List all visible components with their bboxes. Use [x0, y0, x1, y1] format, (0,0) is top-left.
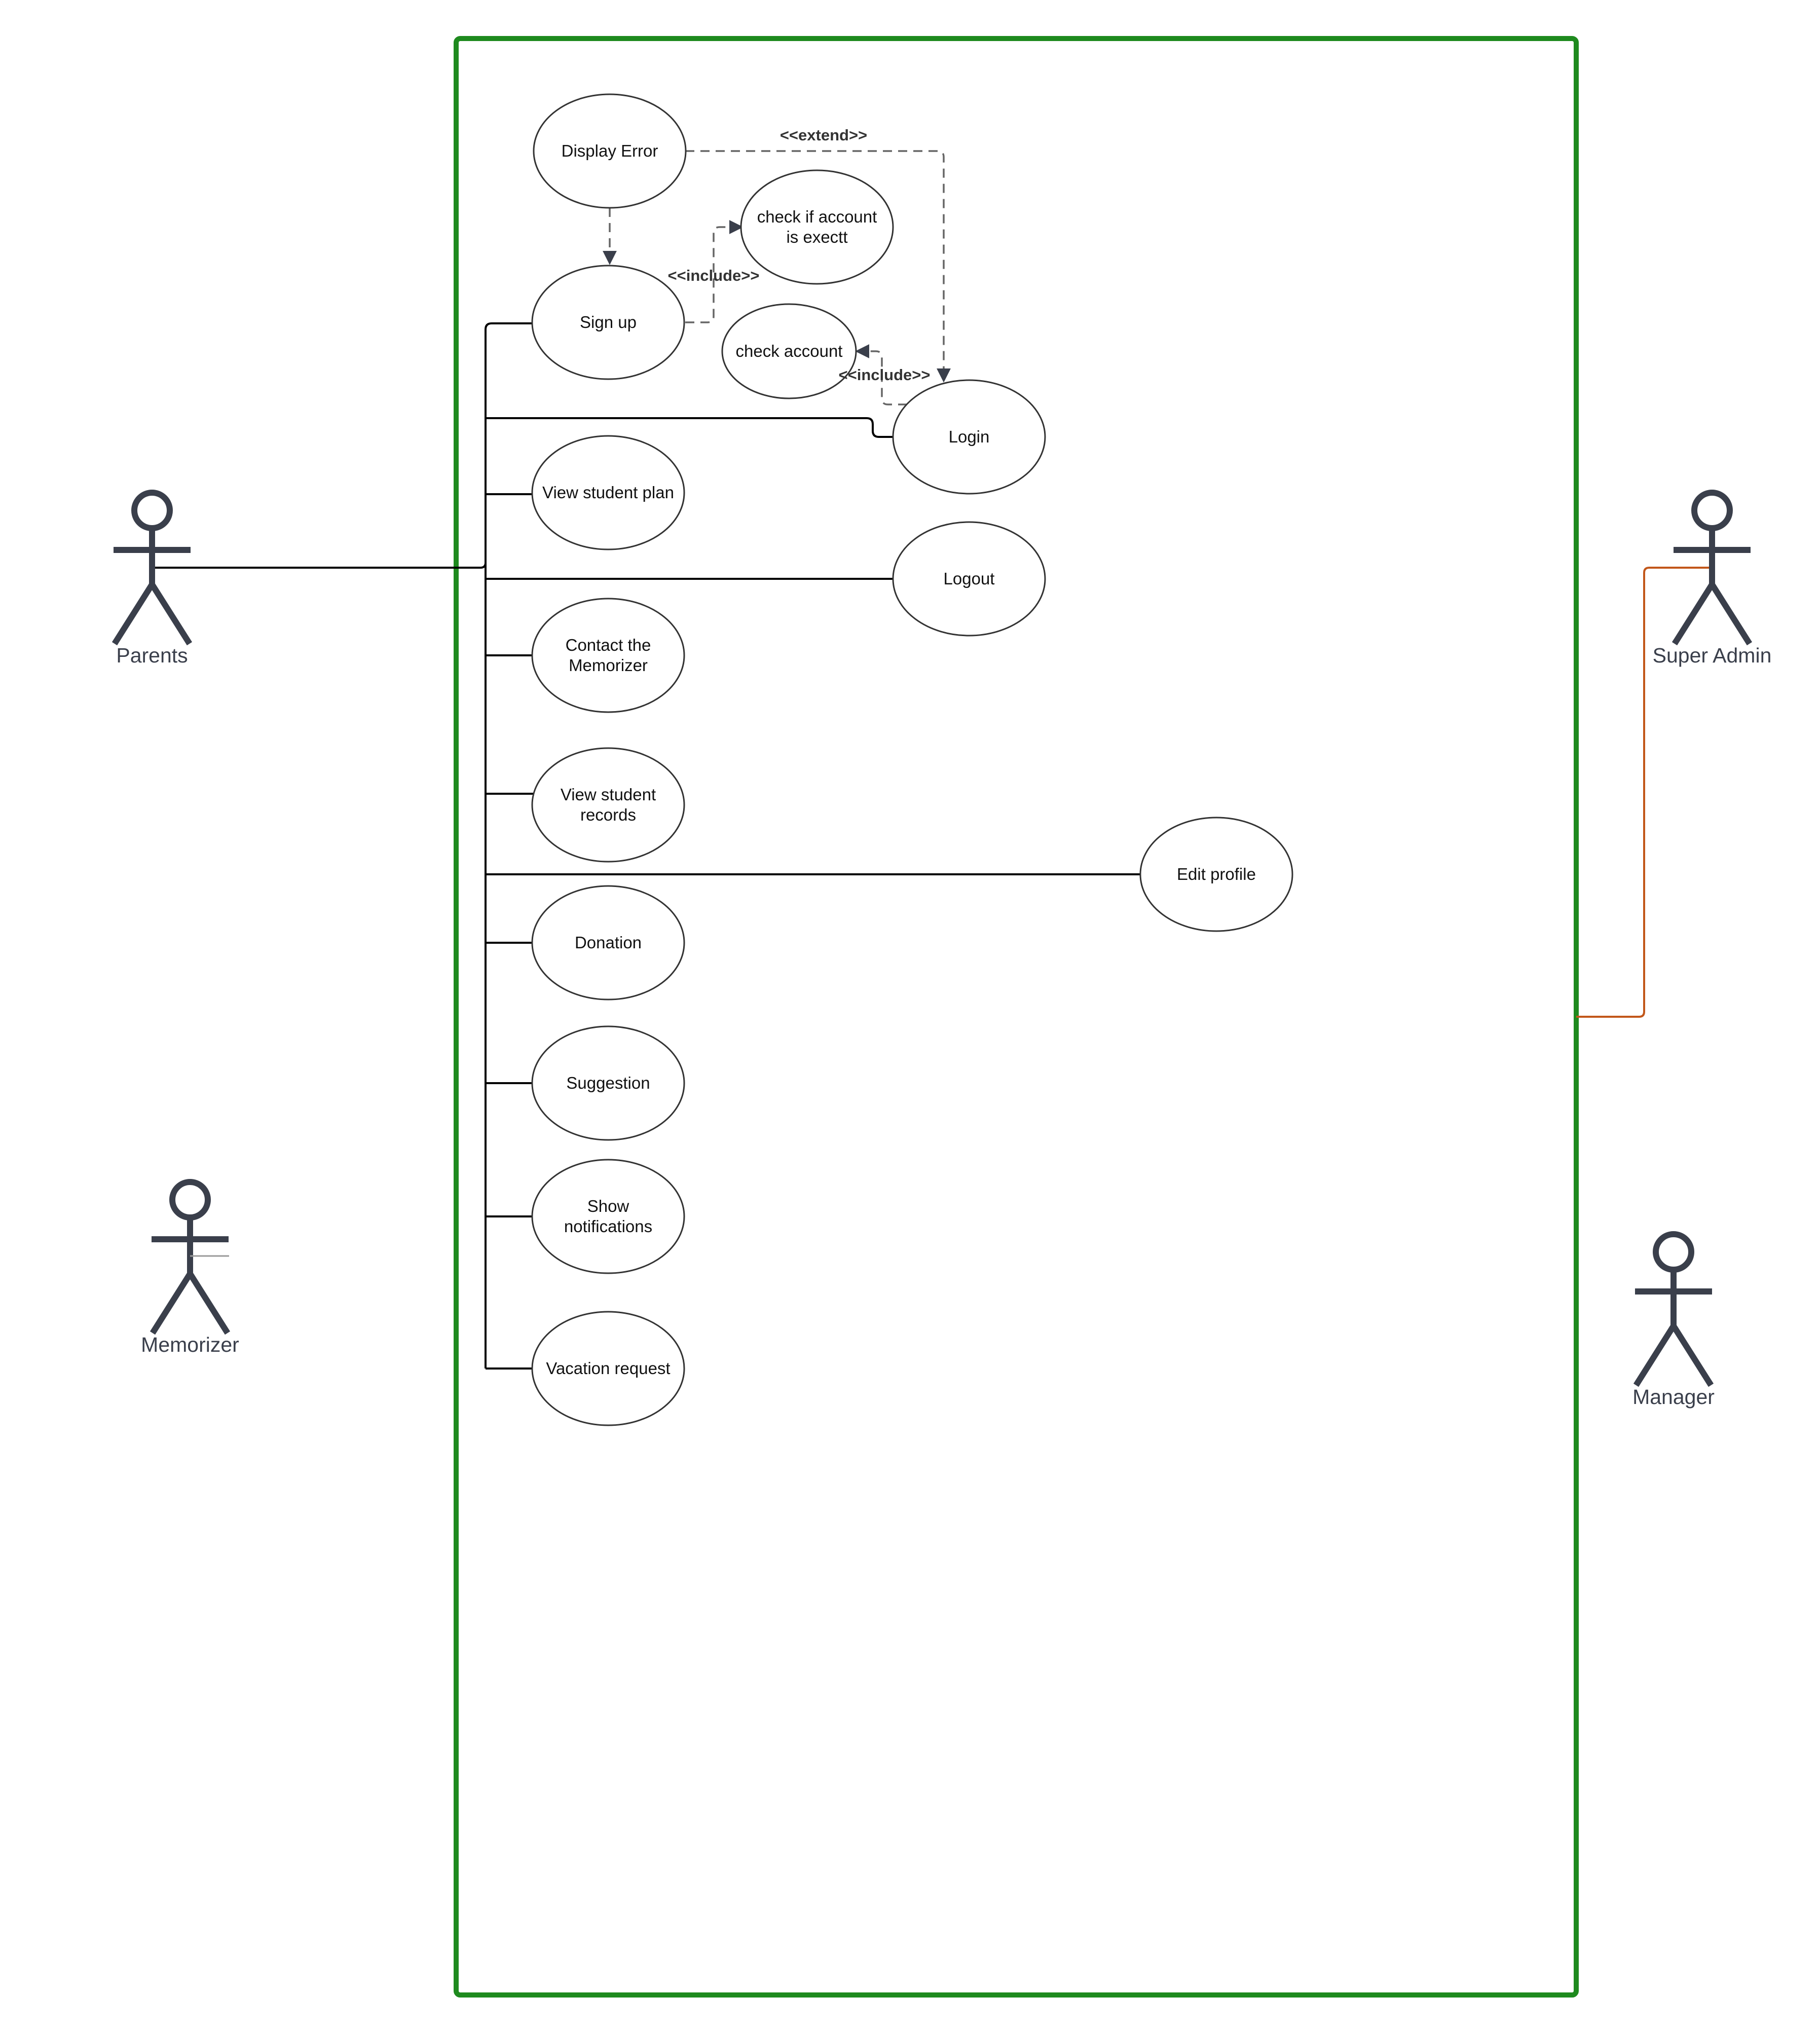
use-case-donation: Donation	[531, 885, 685, 1001]
actor-label: Super Admin	[1653, 644, 1772, 667]
use-case-label: Vacation request	[546, 1359, 670, 1378]
use-case-label: Login	[949, 427, 990, 446]
dependencies	[603, 150, 951, 405]
use-case-view-student-plan: View student plan	[531, 435, 685, 550]
use-case-label: notifications	[564, 1217, 652, 1236]
use-case-ellipse	[531, 1159, 685, 1274]
use-case-label: Donation	[575, 933, 642, 952]
use-case-ellipse	[531, 1025, 685, 1141]
use-case-label: is exectt	[786, 228, 847, 246]
extend-label: <<extend>>	[780, 126, 867, 144]
assoc-login	[486, 417, 893, 438]
use-case-label: Logout	[944, 569, 995, 588]
actor-icon	[112, 490, 193, 646]
super-admin-association	[1576, 567, 1712, 1018]
use-case-vacation-request: Vacation request	[531, 1311, 685, 1426]
parents-associations	[152, 322, 1140, 1370]
actor-label: Memorizer	[141, 1333, 239, 1356]
use-case-label: View student	[561, 785, 656, 804]
actor-memorizer: Memorizer	[141, 1179, 239, 1356]
use-case-ellipse	[531, 1311, 685, 1426]
use-case-label: Edit profile	[1177, 865, 1256, 883]
include-label-sign-up: <<include>>	[668, 267, 760, 284]
use-case-sign-up: Sign up	[531, 265, 685, 380]
use-case-ellipse	[531, 747, 685, 863]
include-label-login: <<include>>	[839, 366, 931, 384]
use-case-show-notifications: Show notifications	[531, 1159, 685, 1274]
use-case-label: check account	[736, 342, 843, 360]
stereotype-labels: <<extend>> <<include>> <<include>>	[668, 126, 931, 384]
actor-label: Manager	[1632, 1385, 1715, 1409]
use-case-ellipse	[531, 435, 685, 550]
use-case-label: check if account	[757, 207, 877, 226]
use-case-ellipse	[892, 521, 1046, 637]
use-case-check-if-account: check if account is exectt	[740, 169, 894, 285]
use-case-ellipse	[531, 885, 685, 1001]
use-case-ellipse	[892, 379, 1046, 495]
use-case-ellipse	[531, 265, 685, 380]
actor-super-admin: Super Admin	[1653, 490, 1772, 667]
use-case-label: Display Error	[562, 141, 658, 160]
use-case-display-error: Display Error	[533, 93, 687, 209]
use-case-label: Show	[587, 1197, 629, 1215]
include-sign-up-check-if-account	[685, 220, 744, 323]
use-case-ellipse	[740, 169, 894, 285]
actor-label: Parents	[116, 644, 188, 667]
use-case-edit-profile: Edit profile	[1139, 817, 1293, 932]
use-case-ellipse	[1139, 817, 1293, 932]
use-case-label: Suggestion	[566, 1074, 650, 1092]
actor-icon	[1633, 1231, 1714, 1387]
use-case-label: records	[580, 805, 636, 824]
use-case-label: Sign up	[580, 313, 637, 331]
use-case-check-account: check account	[721, 303, 857, 399]
use-case-logout: Logout	[892, 521, 1046, 637]
use-case-ellipse	[533, 93, 687, 209]
use-case-suggestion: Suggestion	[531, 1025, 685, 1141]
parents-bus-feed	[152, 562, 487, 569]
actor-icon	[150, 1179, 231, 1335]
use-case-login: Login	[892, 379, 1046, 495]
use-case-ellipse	[531, 598, 685, 713]
use-case-ellipse	[721, 303, 857, 399]
actor-manager: Manager	[1632, 1231, 1715, 1409]
actor-parents: Parents	[112, 490, 193, 667]
actor-icon	[1672, 490, 1753, 646]
use-case-label: Memorizer	[569, 656, 648, 675]
extend-display-error-login	[685, 150, 951, 383]
assoc-sign-up	[485, 322, 533, 330]
use-case-label: View student plan	[542, 483, 674, 502]
use-case-label: Contact the	[566, 636, 651, 654]
include-login-check-account	[855, 344, 907, 405]
